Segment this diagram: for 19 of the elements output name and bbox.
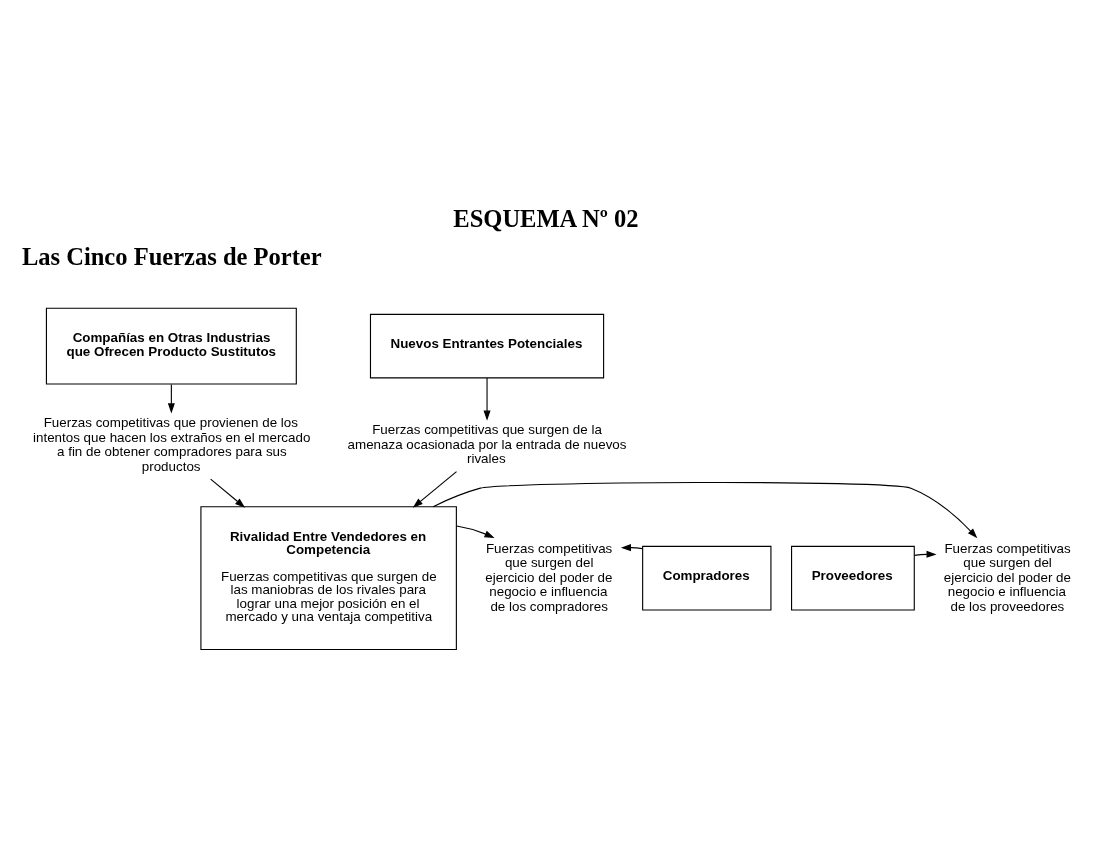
arrow	[210, 478, 246, 508]
node-text: Fuerzas competitivas que provienen de los intentos que hacen los extraños en el mercado a fin de obtener compradores para sus productos	[33, 414, 311, 474]
node-box: Proveedores	[791, 545, 915, 610]
diagram-title: ESQUEMA Nº 02	[453, 204, 639, 232]
arrow	[456, 524, 495, 538]
node-box: Compañías en Otras Industrias que Ofrecen Producto Sustitutos	[45, 307, 297, 385]
arrow	[432, 481, 978, 538]
node-box: Compradores	[642, 545, 772, 610]
arrow	[913, 550, 937, 558]
node-box: Nuevos Entrantes Potenciales	[369, 313, 605, 378]
node-text: Fuerzas competitivas que surgen del ejercicio del poder de negocio e influencia de los proveedores	[943, 540, 1071, 614]
arrow	[620, 543, 643, 551]
node-box: Rivalidad Entre Vendedores en Competencia Fuerzas competitivas que surgen de las maniobras de los rivales para lograr una mejor posición en el mercado y una ventaja competitiva	[200, 505, 457, 650]
arrow	[412, 470, 458, 508]
arrow	[483, 376, 491, 421]
label: Las Cinco Fuerzas de Porter	[21, 242, 322, 270]
arrow	[167, 383, 175, 413]
node-text: Fuerzas competitivas que surgen de la amenaza ocasionada por la entrada de nuevos rivales	[347, 421, 627, 466]
node-text: Fuerzas competitivas que surgen del ejercicio del poder de negocio e influencia de los compradores	[485, 540, 613, 614]
